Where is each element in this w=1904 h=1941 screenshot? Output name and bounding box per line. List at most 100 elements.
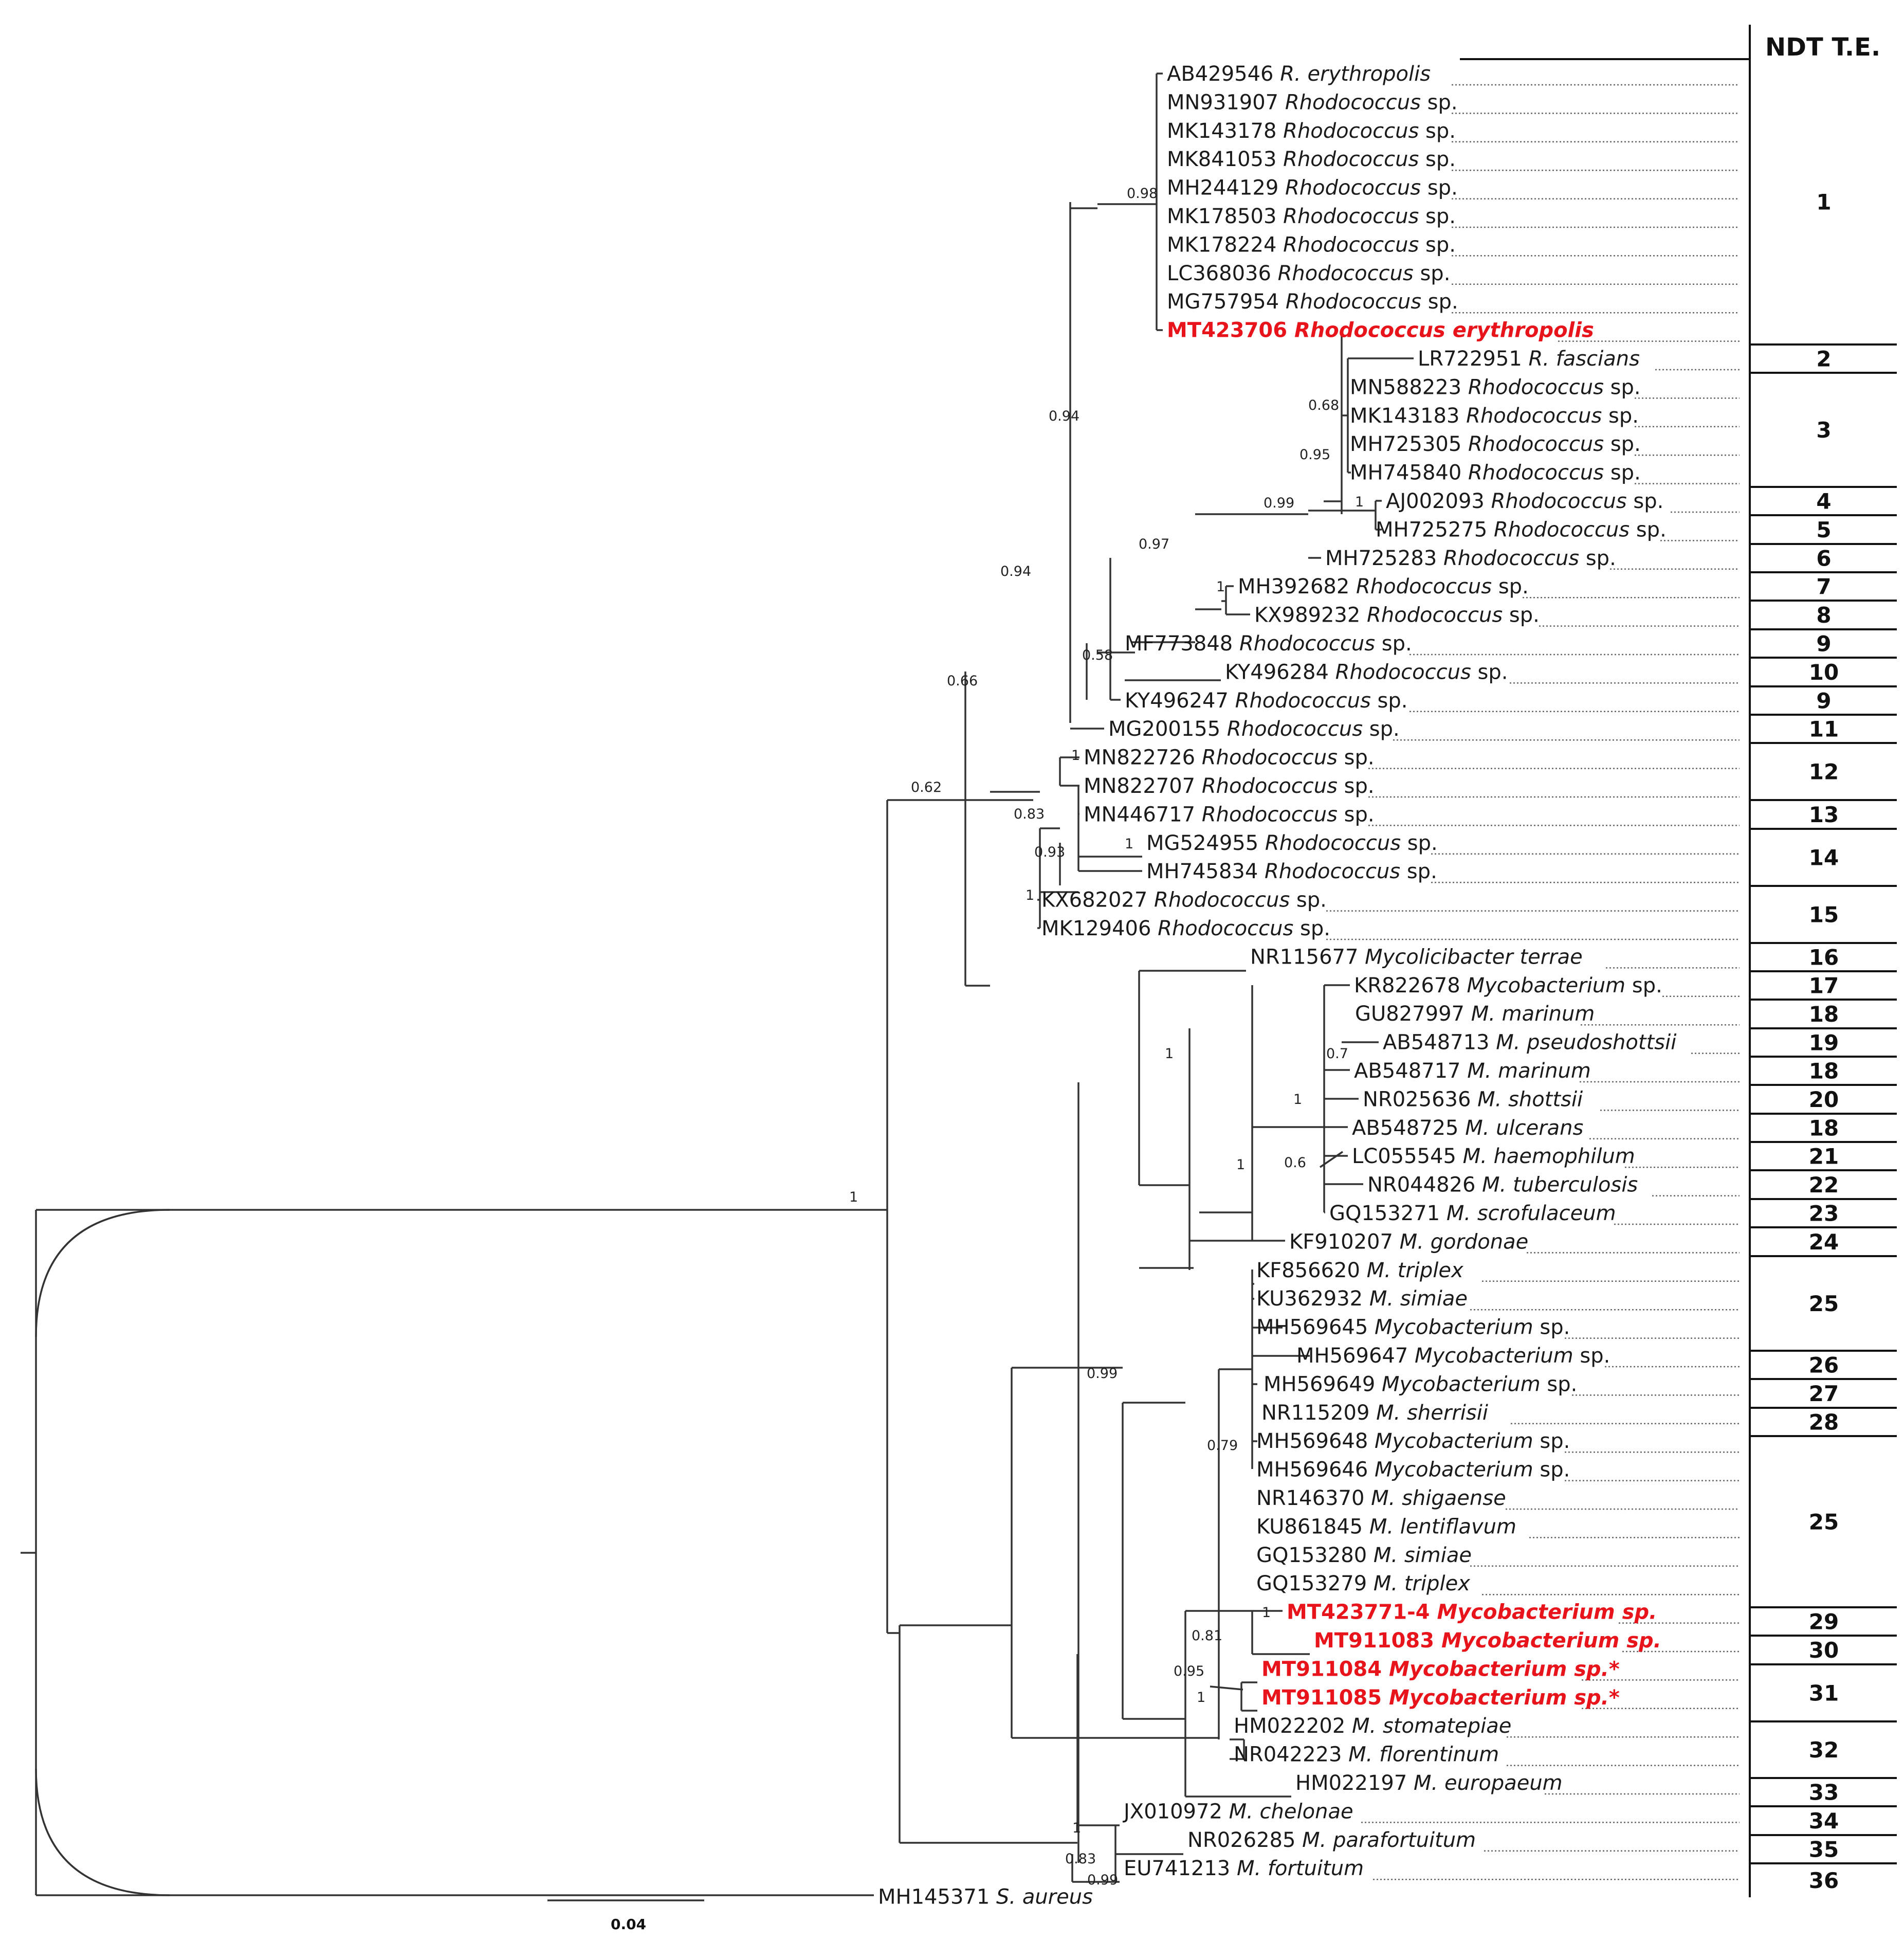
leaf-label: NR025636 M. shottsii (1363, 1087, 1583, 1111)
leaf-label: KX682027 Rhodococcus sp. (1041, 888, 1327, 912)
leaf-label: GU827997 M. marinum (1355, 1002, 1595, 1026)
te-group-label: 36 (1809, 1868, 1839, 1893)
te-group-label: 19 (1809, 1030, 1839, 1056)
leaf-label: MH725305 Rhodococcus sp. (1350, 432, 1641, 456)
leaf-label: MH569649 Mycobacterium sp. (1264, 1372, 1577, 1396)
support-leader (1210, 1685, 1243, 1691)
te-group-label: 30 (1809, 1638, 1839, 1663)
leaf-label: MT423706 Rhodococcus erythropolis (1167, 319, 1594, 342)
leaf-label: MK129406 Rhodococcus sp. (1041, 917, 1330, 940)
te-group-label: 32 (1809, 1737, 1839, 1763)
te-column: NDT T.E. 1234567891091112131415161718191… (1460, 25, 1897, 1897)
support-value: 0.79 (1207, 1438, 1238, 1454)
support-value: 0.66 (947, 673, 978, 689)
leaf-label: NR115209 M. sherrisii (1261, 1401, 1488, 1425)
leaf-label: AB548713 M. pseudoshottsii (1383, 1031, 1676, 1055)
leaf-label: MH745840 Rhodococcus sp. (1350, 461, 1641, 485)
support-value: 1 (1236, 1157, 1245, 1173)
te-group-label: 1 (1816, 190, 1831, 215)
support-value: 1 (849, 1189, 858, 1205)
leaf-label: MT423771-4 Mycobacterium sp. (1287, 1601, 1657, 1624)
scale-bar: 0.04 (547, 1899, 704, 1933)
te-group-label: 23 (1809, 1201, 1839, 1226)
te-group-label: 13 (1809, 802, 1839, 827)
leaf-label: MH569647 Mycobacterium sp. (1296, 1344, 1610, 1368)
support-value: 0.94 (1000, 564, 1031, 579)
leaf-label: MH145371 S. aureus (878, 1885, 1093, 1909)
support-value: 1 (1262, 1605, 1271, 1621)
leaf-label: MG200155 Rhodococcus sp. (1108, 717, 1400, 741)
te-group-label: 20 (1809, 1087, 1839, 1112)
leaf-label: GQ153279 M. triplex (1256, 1572, 1470, 1595)
support-value: 1 (1197, 1690, 1205, 1706)
leaf-label: MT911085 Mycobacterium sp.* (1261, 1686, 1620, 1710)
support-value: 1 (1355, 494, 1364, 510)
leaf-label: AB429546 R. erythropolis (1167, 62, 1431, 86)
tree-branches (21, 72, 1414, 1896)
support-value: 1 (1293, 1092, 1302, 1108)
te-group-label: 18 (1809, 1059, 1839, 1084)
leaf-label: NR044826 M. tuberculosis (1367, 1173, 1638, 1197)
te-group-label: 24 (1809, 1229, 1839, 1255)
te-group-label: 34 (1809, 1808, 1839, 1834)
te-group-label: 18 (1809, 1002, 1839, 1027)
leaf-label: LC055545 M. haemophilum (1352, 1145, 1635, 1168)
leaf-label: MG524955 Rhodococcus sp. (1146, 831, 1438, 855)
leaf-label: KR822678 Mycobacterium sp. (1354, 974, 1662, 997)
support-value: 0.83 (1014, 806, 1045, 822)
te-group-label: 22 (1809, 1172, 1839, 1198)
leaf-label: HM022197 M. europaeum (1295, 1771, 1563, 1795)
leaf-label: LR722951 R. fascians (1418, 347, 1640, 371)
te-group-label: 12 (1809, 759, 1839, 785)
leaf-label: LC368036 Rhodococcus sp. (1167, 262, 1450, 285)
te-group-label: 9 (1816, 631, 1831, 657)
leaf-label: MF773848 Rhodococcus sp. (1125, 632, 1412, 656)
leaf-label: NR026285 M. parafortuitum (1187, 1828, 1476, 1852)
leaf-label: MH392682 Rhodococcus sp. (1238, 575, 1529, 598)
leaf-label: MK178224 Rhodococcus sp. (1167, 233, 1456, 257)
leaf-label: KF910207 M. gordonae (1289, 1230, 1528, 1254)
leaf-label: NR115677 Mycolicibacter terrae (1250, 945, 1583, 969)
leaf-label: MH725283 Rhodococcus sp. (1325, 547, 1616, 570)
support-value: 0.99 (1264, 495, 1294, 511)
root-arc-upper (35, 1209, 170, 1337)
leaf-label: MK143183 Rhodococcus sp. (1350, 404, 1639, 428)
te-group-label: 33 (1809, 1780, 1839, 1805)
leaf-label: MH745834 Rhodococcus sp. (1146, 860, 1437, 883)
te-group-label: 5 (1816, 517, 1831, 542)
root-arc-lower (35, 1768, 170, 1896)
leaf-label: MN822726 Rhodococcus sp. (1084, 746, 1375, 770)
support-value: 1 (1216, 579, 1225, 595)
leaf-label: KU861845 M. lentiflavum (1256, 1515, 1516, 1538)
te-group-label: 18 (1809, 1116, 1839, 1141)
leaf-label: MN588223 Rhodococcus sp. (1350, 375, 1641, 399)
leaf-label: KX989232 Rhodococcus sp. (1254, 604, 1540, 627)
leaf-label: NR042223 M. florentinum (1234, 1743, 1499, 1767)
support-value: 1 (1125, 836, 1133, 852)
te-group-label: 21 (1809, 1144, 1839, 1169)
te-group-label: 4 (1816, 489, 1831, 514)
leader-lines (1326, 84, 1740, 1880)
leaf-label: KU362932 M. simiae (1256, 1287, 1468, 1311)
leaf-label: MK143178 Rhodococcus sp. (1167, 119, 1456, 143)
te-group-label: 3 (1816, 418, 1831, 443)
leaf-label: NR146370 M. shigaense (1256, 1486, 1506, 1510)
leaf-label: AJ002093 Rhodococcus sp. (1386, 489, 1663, 513)
te-group-label: 6 (1816, 546, 1831, 571)
support-value: 0.99 (1087, 1366, 1118, 1382)
te-group-label: 9 (1816, 688, 1831, 714)
te-header: NDT T.E. (1765, 33, 1880, 62)
support-leader (1320, 1151, 1343, 1168)
te-group-label: 35 (1809, 1837, 1839, 1862)
te-group-label: 8 (1816, 603, 1831, 628)
te-group-label: 17 (1809, 973, 1839, 999)
leaf-label: MT911083 Mycobacterium sp. (1314, 1629, 1661, 1653)
te-group-label: 31 (1809, 1681, 1839, 1706)
support-value: 0.83 (1065, 1851, 1096, 1867)
leaf-label: JX010972 M. chelonae (1122, 1800, 1353, 1823)
support-value: 0.98 (1127, 186, 1158, 202)
leaf-label: HM022202 M. stomatepiae (1234, 1714, 1511, 1738)
te-group-label: 11 (1809, 717, 1839, 742)
